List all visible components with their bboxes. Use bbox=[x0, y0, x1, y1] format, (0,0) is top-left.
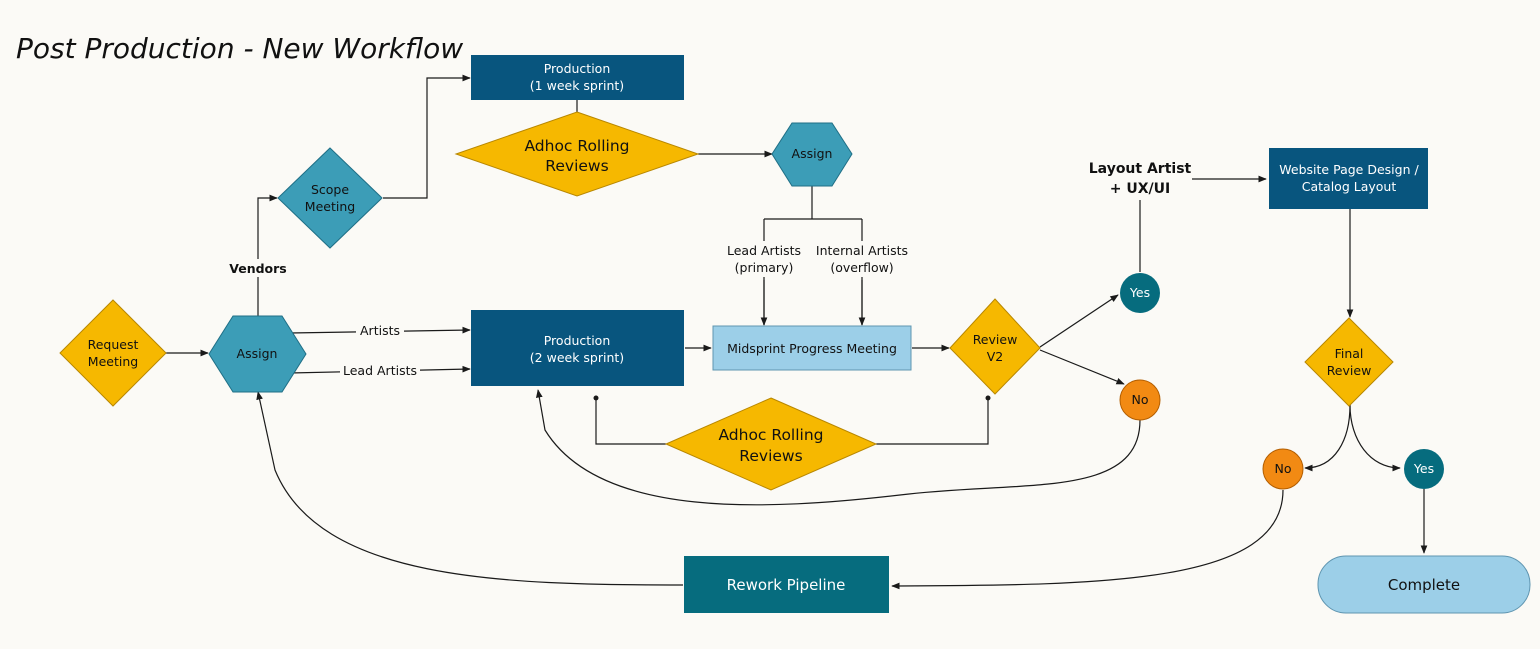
no-review-node: No bbox=[1119, 379, 1161, 421]
yes-review-label: Yes bbox=[1129, 285, 1150, 300]
edge-final-to-no bbox=[1304, 404, 1351, 472]
vendors-label: Vendors bbox=[229, 261, 287, 276]
no-final-label: No bbox=[1275, 461, 1292, 476]
lead-artists-primary-line2: (primary) bbox=[735, 260, 794, 275]
internal-artists-line1: Internal Artists bbox=[816, 243, 908, 258]
website-design-line1: Website Page Design / bbox=[1279, 162, 1419, 177]
complete-node: Complete bbox=[1317, 555, 1531, 614]
final-review-line2: Review bbox=[1327, 363, 1372, 378]
edge-assign-top-branches bbox=[763, 186, 863, 325]
midsprint-label: Midsprint Progress Meeting bbox=[727, 341, 897, 356]
final-review-node: Final Review bbox=[1304, 317, 1394, 407]
artists-label: Artists bbox=[360, 323, 400, 338]
lead-artists-label: Lead Artists bbox=[343, 363, 417, 378]
scope-meeting-line1: Scope bbox=[311, 182, 349, 197]
production-1wk-node: Production (1 week sprint) bbox=[471, 55, 684, 100]
adhoc-reviews-top-node: Adhoc Rolling Reviews bbox=[454, 111, 700, 197]
assign-top-label: Assign bbox=[792, 146, 833, 161]
website-design-line2: Catalog Layout bbox=[1302, 179, 1397, 194]
edge-review-to-no bbox=[1039, 349, 1125, 385]
adhoc-reviews-bottom-node: Adhoc Rolling Reviews bbox=[664, 397, 878, 491]
production-2wk-line2: (2 week sprint) bbox=[530, 350, 624, 365]
edge-adhoc-bottom-loop bbox=[595, 398, 989, 445]
production-2wk-line1: Production bbox=[544, 333, 611, 348]
request-meeting-line2: Meeting bbox=[88, 354, 138, 369]
adhoc-top-line2: Reviews bbox=[545, 157, 608, 175]
adhoc-top-line1: Adhoc Rolling bbox=[524, 137, 629, 155]
request-meeting-line1: Request bbox=[88, 337, 139, 352]
layout-artist-line1: Layout Artist bbox=[1089, 161, 1192, 177]
edge-assign-to-scope bbox=[257, 194, 278, 316]
edge-scope-to-production-1wk bbox=[383, 74, 471, 199]
edges bbox=[166, 74, 1428, 590]
edge-review-to-yes bbox=[1039, 294, 1119, 348]
review-v2-line1: Review bbox=[973, 332, 1018, 347]
adhoc-bottom-line2: Reviews bbox=[739, 447, 802, 465]
adhoc-bottom-line1: Adhoc Rolling bbox=[718, 426, 823, 444]
request-meeting-node: Request Meeting bbox=[59, 299, 167, 407]
edge-rework-to-assign bbox=[256, 391, 684, 586]
internal-artists-line2: (overflow) bbox=[830, 260, 893, 275]
yes-final-label: Yes bbox=[1413, 461, 1434, 476]
scope-meeting-node: Scope Meeting bbox=[277, 147, 383, 249]
midsprint-meeting-node: Midsprint Progress Meeting bbox=[712, 325, 912, 371]
production-1wk-line2: (1 week sprint) bbox=[530, 78, 624, 93]
diagram-title: Post Production - New Workflow bbox=[16, 32, 463, 65]
no-final-node: No bbox=[1262, 448, 1304, 490]
rework-pipeline-node: Rework Pipeline bbox=[684, 556, 889, 613]
scope-meeting-line2: Meeting bbox=[305, 199, 355, 214]
assign-top-node: Assign bbox=[771, 122, 853, 187]
edge-final-to-yes bbox=[1349, 404, 1401, 472]
complete-label: Complete bbox=[1388, 576, 1460, 594]
assign-main-node: Assign bbox=[208, 315, 307, 393]
review-v2-node: Review V2 bbox=[949, 298, 1041, 395]
lead-artists-primary-line1: Lead Artists bbox=[727, 243, 801, 258]
production-2wk-node: Production (2 week sprint) bbox=[471, 310, 684, 386]
production-1wk-line1: Production bbox=[544, 61, 611, 76]
website-design-node: Website Page Design / Catalog Layout bbox=[1269, 148, 1428, 209]
no-review-label: No bbox=[1132, 392, 1149, 407]
assign-main-label: Assign bbox=[237, 346, 278, 361]
final-review-line1: Final bbox=[1335, 346, 1364, 361]
yes-final-node: Yes bbox=[1404, 449, 1444, 489]
layout-artist-line2: + UX/UI bbox=[1110, 181, 1170, 197]
review-v2-line2: V2 bbox=[987, 349, 1004, 364]
layout-artist-node: Layout Artist + UX/UI bbox=[1089, 161, 1192, 197]
rework-pipeline-label: Rework Pipeline bbox=[727, 576, 846, 594]
yes-review-node: Yes bbox=[1120, 273, 1160, 313]
edge-labels: Vendors Artists Lead Artists Lead Artist… bbox=[228, 241, 910, 378]
edge-no-back-to-production bbox=[535, 389, 1141, 506]
edge-no-to-rework bbox=[891, 489, 1284, 590]
